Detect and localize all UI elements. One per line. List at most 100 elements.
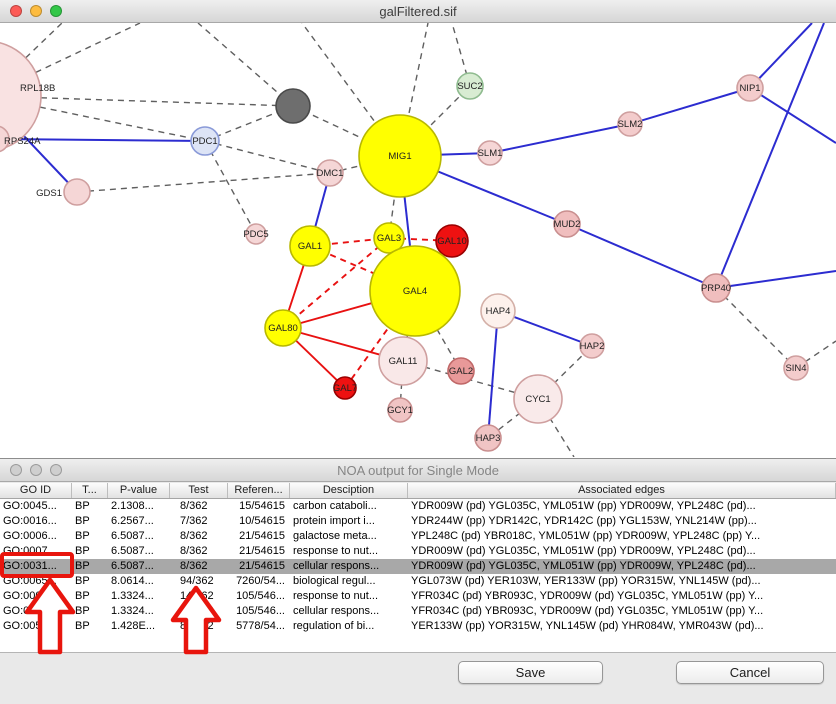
cell-edges: YER133W (pp) YOR315W, YNL145W (pd) YHR08… bbox=[411, 620, 764, 632]
cell-type: BP bbox=[75, 500, 90, 512]
network-node-gcy1[interactable]: GCY1 bbox=[387, 397, 413, 423]
network-node-nip1[interactable]: NIP1 bbox=[736, 74, 764, 102]
node-label: PDC1 bbox=[192, 136, 217, 147]
network-edge bbox=[282, 237, 390, 329]
network-edge bbox=[566, 223, 717, 289]
cell-type: BP bbox=[75, 515, 90, 527]
cell-type: BP bbox=[75, 605, 90, 617]
close-button[interactable] bbox=[10, 5, 22, 17]
close-button-inactive[interactable] bbox=[10, 464, 22, 476]
network-node-rps24a[interactable]: RPS24A bbox=[0, 125, 41, 153]
node-label: GAL80 bbox=[268, 323, 298, 334]
cell-type: BP bbox=[75, 575, 90, 587]
graph-window-titlebar: galFiltered.sif bbox=[0, 0, 836, 23]
cell-go: GO:0065... bbox=[3, 575, 57, 587]
network-edge bbox=[749, 23, 813, 89]
footer-bar: Save Cancel bbox=[0, 653, 836, 704]
node-label: NIP1 bbox=[739, 83, 760, 94]
cell-pval: 1.3324... bbox=[111, 590, 154, 602]
column-header-5[interactable]: Referen... bbox=[228, 483, 290, 498]
noa-window-titlebar: NOA output for Single Mode bbox=[0, 459, 836, 482]
network-node-dmc1[interactable]: DMC1 bbox=[316, 159, 344, 187]
network-node-slm2[interactable]: SLM2 bbox=[617, 111, 643, 137]
network-node-suc2[interactable]: SUC2 bbox=[456, 72, 484, 100]
column-header-3[interactable]: P-value bbox=[108, 483, 170, 498]
network-edge bbox=[0, 95, 294, 107]
cell-type: BP bbox=[75, 545, 90, 557]
network-edge bbox=[715, 270, 836, 289]
network-node-gal3[interactable]: GAL3 bbox=[373, 222, 405, 254]
network-node-mud2[interactable]: MUD2 bbox=[553, 210, 581, 238]
node-label: SIN4 bbox=[785, 363, 806, 374]
zoom-button[interactable] bbox=[50, 5, 62, 17]
cell-ref: 15/54615 bbox=[239, 500, 285, 512]
minimize-button[interactable] bbox=[30, 5, 42, 17]
cell-desc: carbon cataboli... bbox=[293, 500, 377, 512]
node-label: RPL18B bbox=[20, 83, 55, 94]
network-node-unlabeled[interactable] bbox=[275, 88, 311, 124]
network-node-hap4[interactable]: HAP4 bbox=[480, 293, 516, 329]
network-node-gal11[interactable]: GAL11 bbox=[378, 336, 428, 386]
cell-ref: 105/546... bbox=[236, 590, 285, 602]
network-node-mig1[interactable]: MIG1 bbox=[358, 114, 442, 198]
node-label: SLM1 bbox=[478, 148, 503, 159]
node-label: HAP2 bbox=[580, 341, 605, 352]
network-edge bbox=[749, 87, 836, 144]
network-node-hap2[interactable]: HAP2 bbox=[579, 333, 605, 359]
node-label: GAL7 bbox=[333, 383, 357, 394]
column-header-7[interactable]: Associated edges bbox=[408, 483, 836, 498]
network-node-gal80[interactable]: GAL80 bbox=[264, 309, 302, 347]
node-label: GAL11 bbox=[389, 356, 418, 367]
network-edge bbox=[629, 87, 751, 125]
node-label: HAP4 bbox=[486, 306, 511, 317]
cell-desc: cellular respons... bbox=[293, 605, 380, 617]
network-node-gal4[interactable]: GAL4 bbox=[369, 245, 461, 337]
cell-test: 8/362 bbox=[180, 560, 208, 572]
cell-desc: response to nut... bbox=[293, 590, 378, 602]
network-node-hap3[interactable]: HAP3 bbox=[474, 424, 502, 452]
network-node-sin4[interactable]: SIN4 bbox=[783, 355, 809, 381]
network-node-gal1[interactable]: GAL1 bbox=[289, 225, 331, 267]
cell-edges: YDR009W (pd) YGL035C, YML051W (pp) YDR00… bbox=[411, 500, 756, 512]
noa-window-title: NOA output for Single Mode bbox=[337, 462, 499, 478]
cell-go: GO:0045... bbox=[3, 500, 57, 512]
cell-type: BP bbox=[75, 530, 90, 542]
node-label: SLM2 bbox=[618, 119, 643, 130]
cell-ref: 21/54615 bbox=[239, 560, 285, 572]
node-label: GAL1 bbox=[298, 241, 322, 252]
cell-pval: 6.5087... bbox=[111, 560, 154, 572]
node-label: GAL4 bbox=[403, 286, 427, 297]
network-node-gal10[interactable]: GAL10 bbox=[435, 224, 469, 258]
network-node-gds1[interactable]: GDS1 bbox=[36, 178, 91, 206]
column-header-2[interactable]: T... bbox=[72, 483, 108, 498]
save-button[interactable]: Save bbox=[458, 661, 603, 684]
zoom-button-inactive[interactable] bbox=[50, 464, 62, 476]
network-node-cyc1[interactable]: CYC1 bbox=[513, 374, 563, 424]
column-header-1[interactable]: GO ID bbox=[0, 483, 72, 498]
minimize-button-inactive[interactable] bbox=[30, 464, 42, 476]
network-node-gal7[interactable]: GAL7 bbox=[333, 376, 357, 400]
network-node-slm1[interactable]: SLM1 bbox=[477, 140, 503, 166]
network-node-pdc1[interactable]: PDC1 bbox=[190, 126, 220, 156]
network-node-prp40[interactable]: PRP40 bbox=[701, 273, 731, 303]
network-node-gal2[interactable]: GAL2 bbox=[447, 357, 475, 385]
column-header-6[interactable]: Desciption bbox=[290, 483, 408, 498]
network-node-pdc5[interactable]: PDC5 bbox=[243, 223, 269, 245]
column-header-4[interactable]: Test bbox=[170, 483, 228, 498]
cell-edges: YFR034C (pd) YBR093C, YDR009W (pd) YGL03… bbox=[411, 605, 764, 617]
network-node-rpl18b[interactable]: RPL18B bbox=[0, 41, 55, 151]
cancel-button[interactable]: Cancel bbox=[676, 661, 824, 684]
